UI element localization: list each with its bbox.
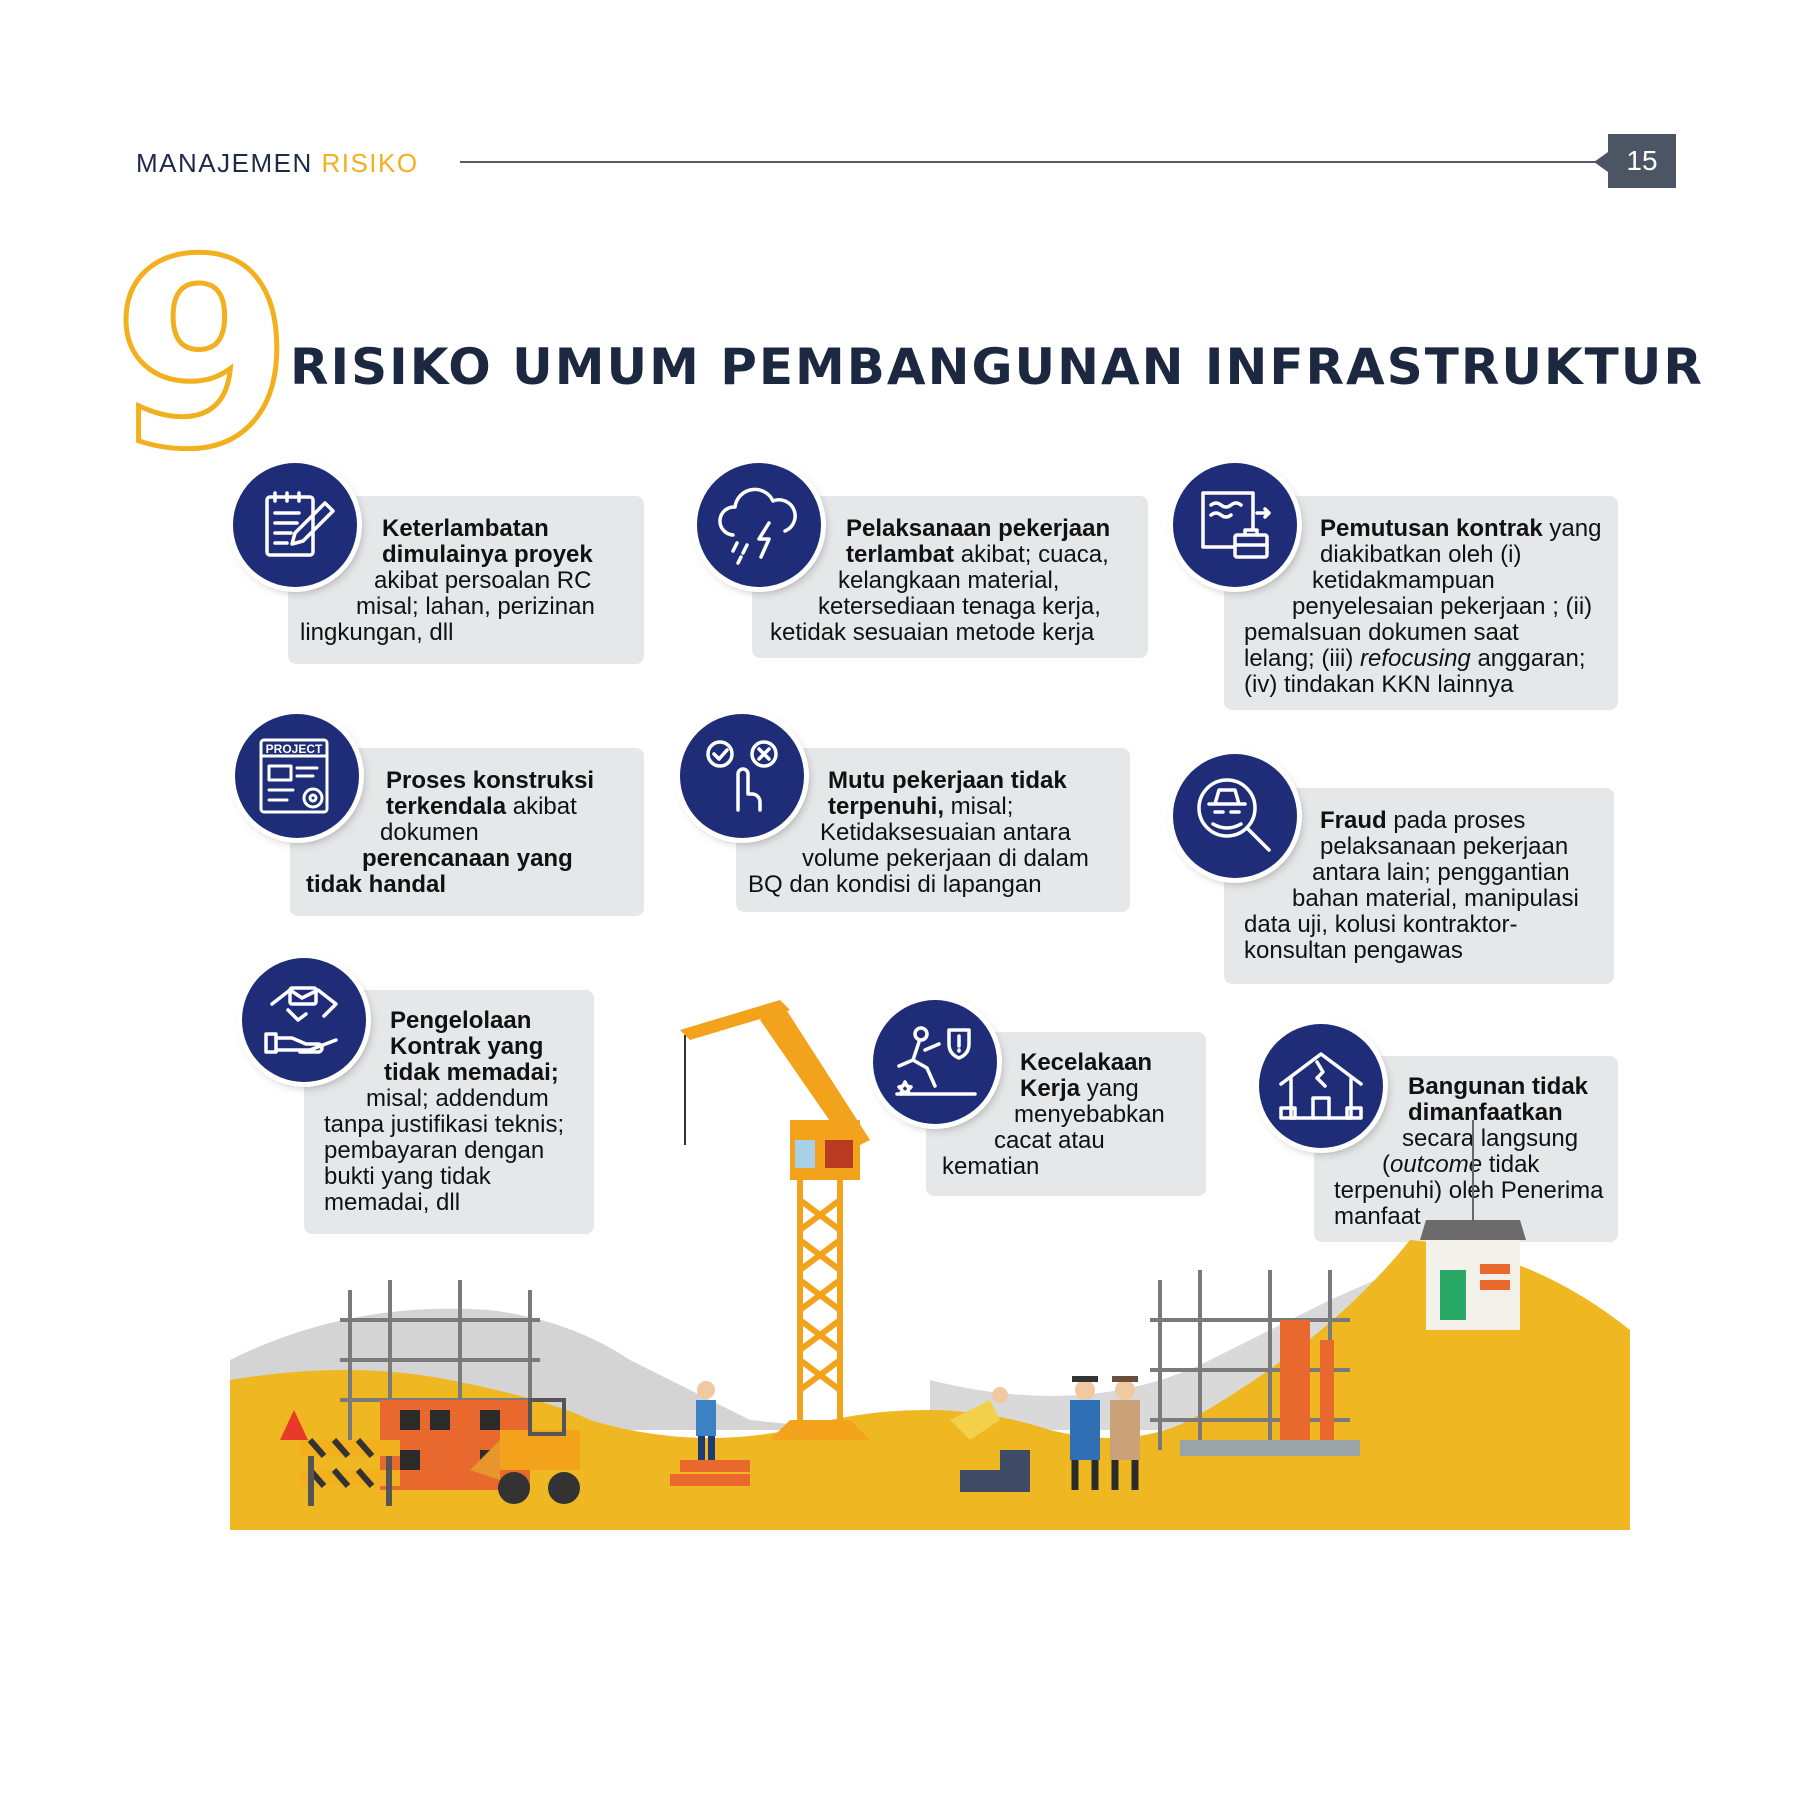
risk-card-4-text: Proses konstruksi terkendala akibat doku… [306, 767, 595, 898]
work-accident-icon [895, 1026, 977, 1096]
risk-card-2-text: Pelaksanaan pekerjaan terlambat akibat; … [770, 515, 1111, 646]
risk-card-3-text: Pemutusan kontrak yang diakibatkan oleh … [1244, 515, 1602, 698]
risk-card-6-text: Fraud pada proses pelaksanaan pekerjaan … [1244, 807, 1579, 964]
page-number: 15 [1608, 134, 1676, 188]
section-header-part1: MANAJEMEN [136, 148, 322, 178]
construction-scene-illustration [230, 1000, 1630, 1530]
risk-card-1-icon [233, 463, 357, 587]
storm-cloud-icon [718, 487, 797, 565]
brick-columns [1280, 1320, 1334, 1440]
header-divider-arrow [1594, 152, 1608, 172]
worker-figure [696, 1381, 716, 1462]
brick-pile [670, 1460, 750, 1486]
section-header: MANAJEMEN RISIKO [136, 148, 419, 179]
risk-card-3-icon [1173, 463, 1297, 587]
handshake-money-icon [264, 986, 338, 1054]
risk-card-5-icon [680, 714, 804, 838]
scaffold-right [1150, 1270, 1350, 1450]
page-title: RISIKO UMUM PEMBANGUNAN INFRASTRUKTUR [290, 338, 1704, 396]
warning-sign-icon [280, 1410, 308, 1440]
risk-card-9-text: Bangunan tidak dimanfaatkan secara langs… [1334, 1073, 1604, 1230]
risk-card-8-text: Kecelakaan Kerja yang menyebabkan cacat … [942, 1049, 1165, 1180]
wheel-loader [470, 1398, 580, 1504]
damaged-house-icon [1279, 1052, 1363, 1120]
risk-card-8-icon [873, 1000, 997, 1124]
fraud-figures [1070, 1376, 1140, 1490]
section-header-part2: RISIKO [321, 148, 419, 178]
abandoned-house [1420, 1120, 1526, 1330]
tower-crane [680, 1000, 870, 1440]
title-number-text: 9 [118, 245, 288, 475]
contract-briefcase-icon [1201, 491, 1271, 559]
header-divider [460, 161, 1608, 163]
risk-card-7-icon [242, 958, 366, 1082]
risk-card-2-icon [697, 463, 821, 587]
risk-card-9-icon [1259, 1024, 1383, 1148]
risk-card-6-icon [1173, 754, 1297, 878]
risk-card-4-icon: PROJECT [235, 714, 359, 838]
road-barrier [300, 1438, 400, 1506]
title-number: 9 [118, 245, 288, 475]
project-document-icon: PROJECT [259, 738, 329, 814]
quality-check-hand-icon [706, 740, 778, 812]
fraud-magnifier-icon [1197, 778, 1271, 852]
risk-card-1-text: Keterlambatan dimulainya proyek akibat p… [300, 515, 595, 646]
falling-worker [950, 1387, 1030, 1492]
risk-card-7-text: Pengelolaan Kontrak yang tidak memadai; … [324, 1007, 565, 1216]
concrete-slab [1180, 1440, 1360, 1456]
risk-card-5-text: Mutu pekerjaan tidak terpenuhi, misal; K… [748, 767, 1089, 898]
checklist-pencil-icon [265, 491, 335, 557]
svg-text:PROJECT: PROJECT [266, 742, 323, 756]
